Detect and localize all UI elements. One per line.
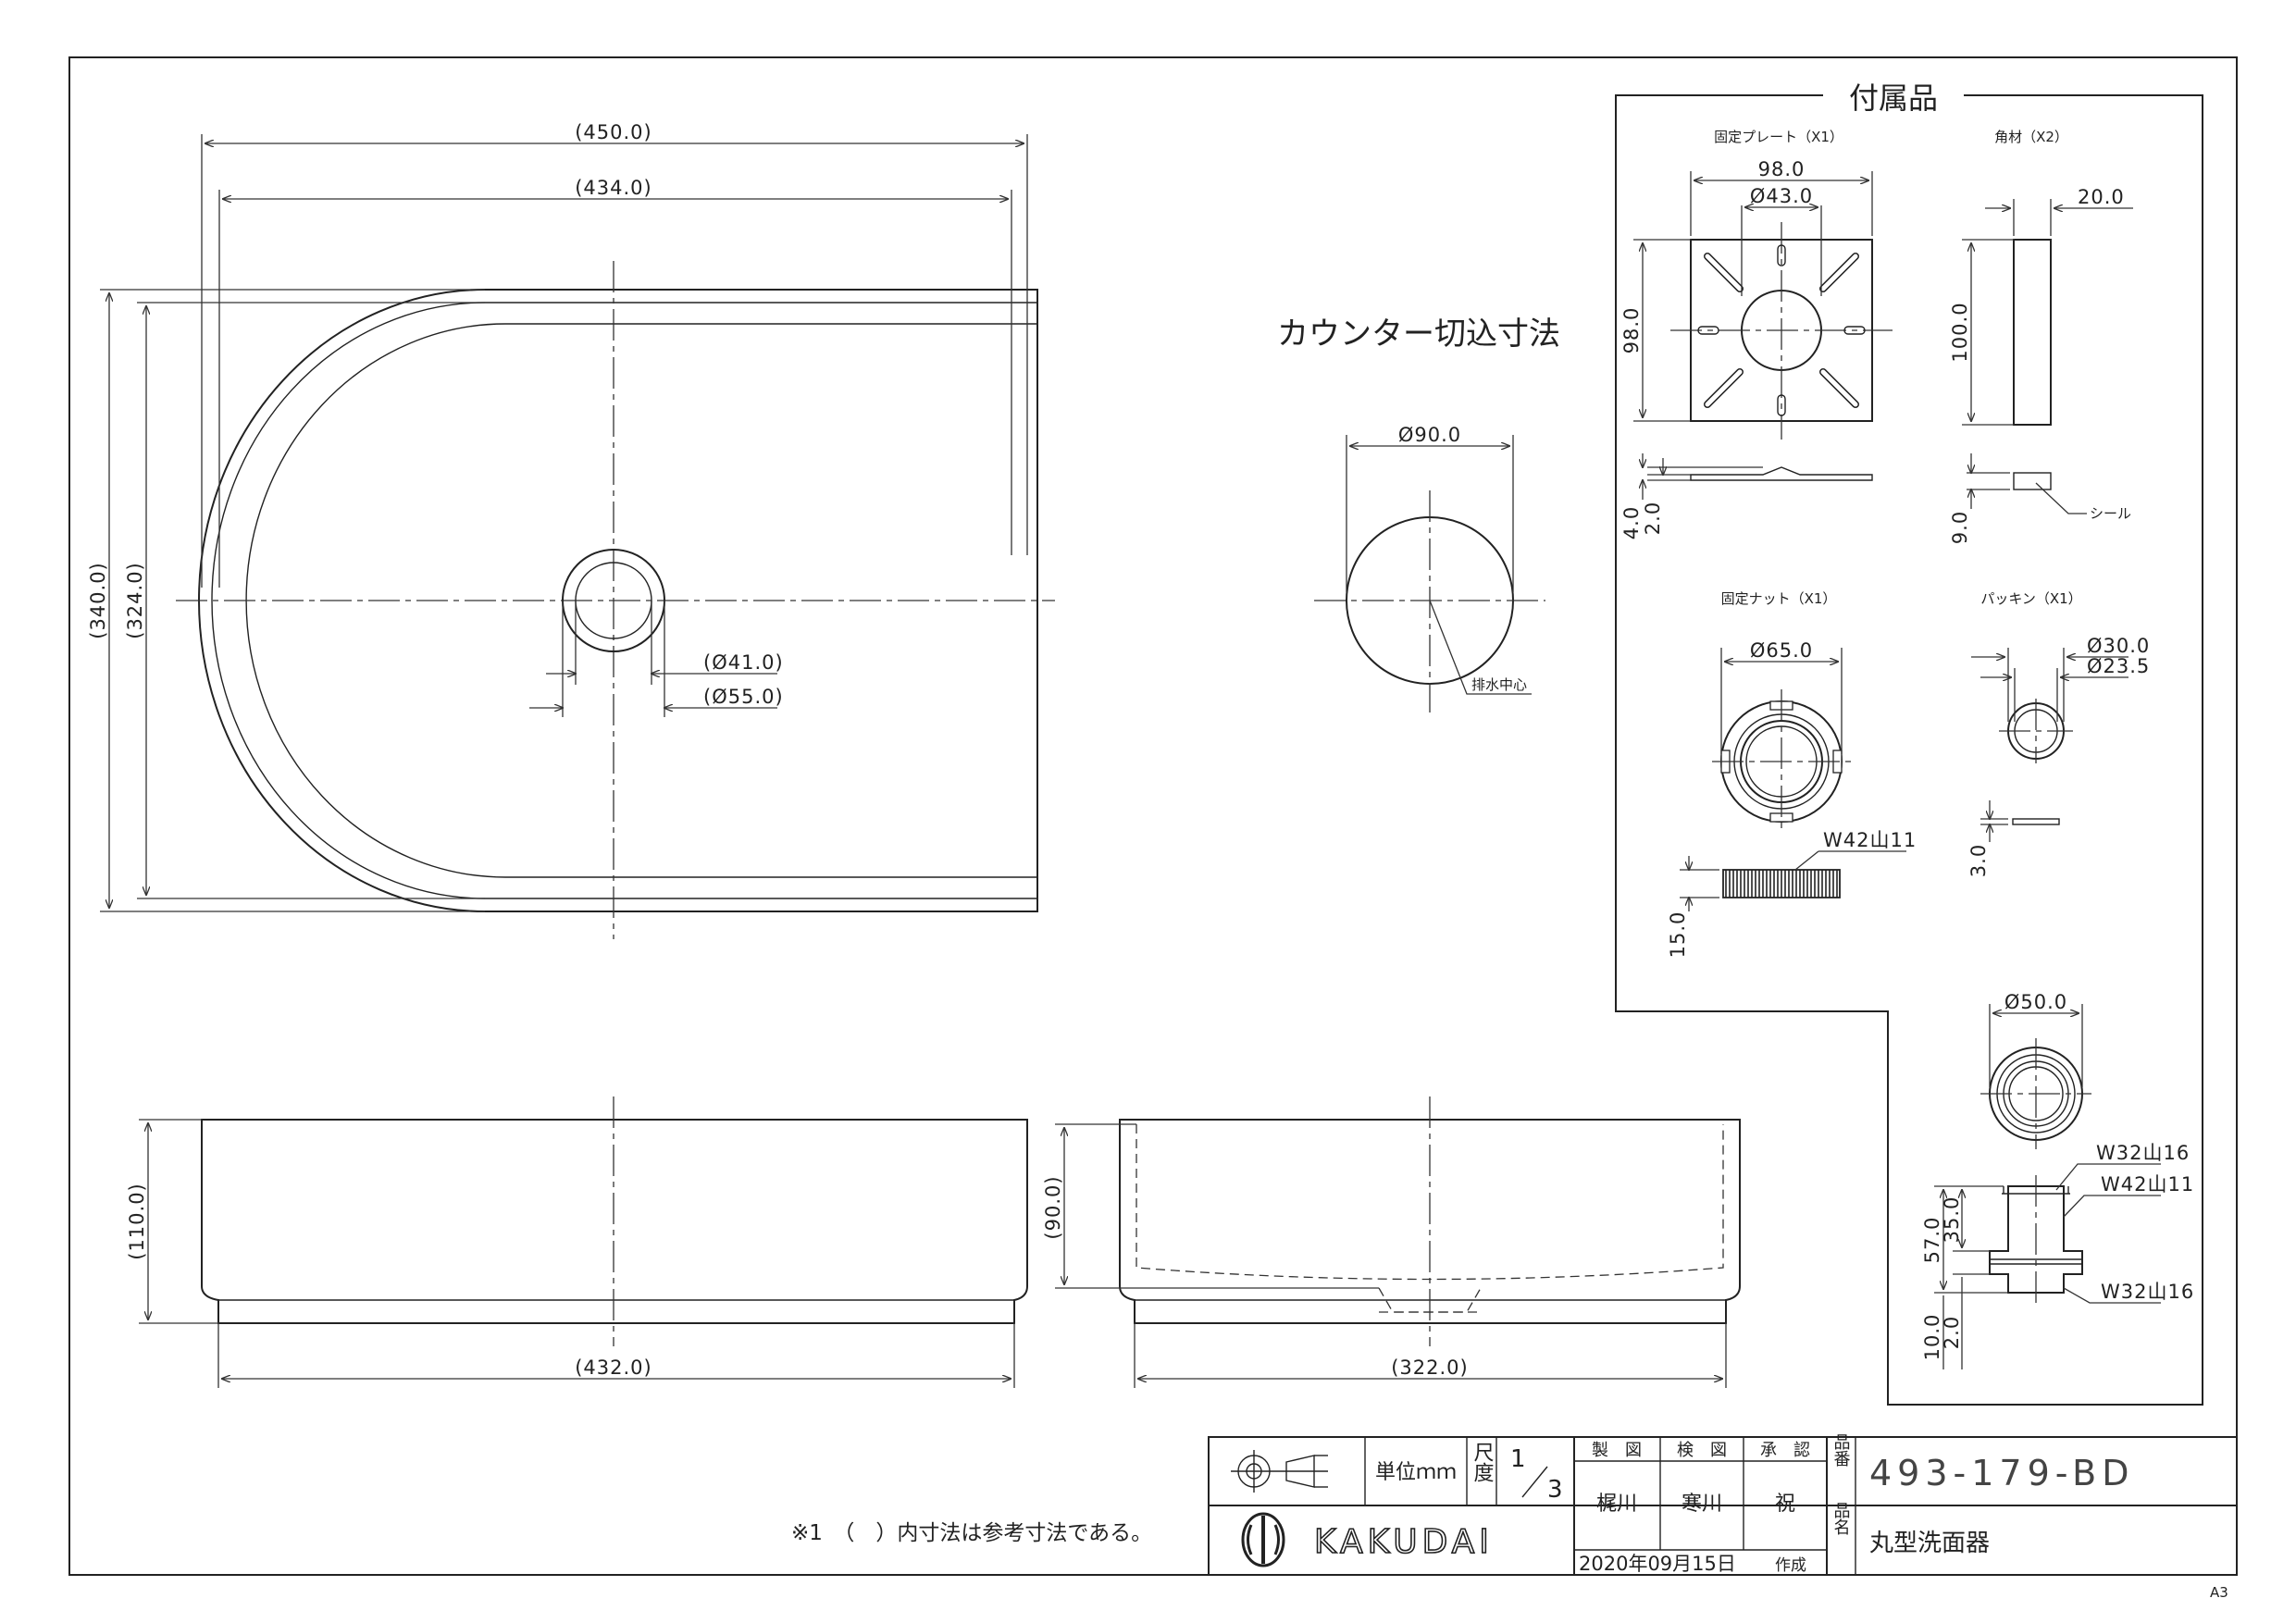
scale-denominator: 3: [1547, 1476, 1563, 1504]
accessories-panel: 付属品 固定プレート（X1） 98.0 Ø43.0 98.0: [1615, 81, 2203, 1406]
nut-label: 固定ナット（X1）: [1721, 590, 1837, 607]
plate-label: 固定プレート（X1）: [1714, 129, 1843, 145]
drain-upper-height: 35.0: [1941, 1196, 1963, 1244]
square-bar-end: [2013, 472, 2052, 490]
unit-label: 単位ｍｍ: [1375, 1461, 1457, 1484]
drain-total-height: 57.0: [1921, 1217, 1943, 1264]
plan-outer-depth: (340.0): [87, 562, 109, 639]
square-bar-thickness: 9.0: [1949, 511, 1971, 544]
nut-thread: W42山11: [1823, 829, 1917, 851]
square-bar-height: 100.0: [1949, 302, 1971, 362]
seal-label: シール: [2090, 505, 2131, 522]
scale-label: 尺度: [1471, 1442, 1495, 1482]
nut-height: 15.0: [1667, 911, 1689, 959]
projection-symbol-icon: [1231, 1450, 1328, 1493]
basin-bowl-edge: [245, 323, 1038, 878]
cutout-diameter: Ø90.0: [1398, 424, 1461, 446]
part-number: 493-179-BD: [1869, 1453, 2134, 1493]
plan-drain-outer: (Ø55.0): [703, 686, 784, 708]
nut-side-knurl: [1722, 869, 1841, 898]
drain-center-label: 排水中心: [1471, 676, 1527, 693]
packing-label: パッキン（X1）: [1980, 590, 2081, 607]
date-created: 2020年09月15日: [1579, 1553, 1736, 1575]
plate-thickness-total: 4.0: [1620, 506, 1643, 539]
drain-thread-bottom: W32山16: [2101, 1281, 2194, 1303]
plate-width: 98.0: [1758, 158, 1806, 180]
square-bar-label: 角材（X2）: [1994, 129, 2068, 145]
plate-side-profile: [1690, 466, 1873, 481]
basin-outer-rim: [198, 289, 1038, 912]
drain-fitting: Ø50.0 W32山16 W42山11 W32山16 57.0 35.0 10.…: [1921, 991, 2194, 1369]
accessories-title: 付属品: [1849, 81, 1938, 116]
side-depth: (90.0): [1042, 1175, 1064, 1239]
drain-diameter: Ø50.0: [2004, 991, 2067, 1013]
square-bar-width: 20.0: [2078, 186, 2125, 208]
plan-view: (450.0) (434.0) (340.0) (324.0) (Ø41.0) …: [87, 121, 1055, 939]
plan-inner-width: (434.0): [575, 177, 652, 199]
packing-outer-diameter: Ø30.0: [2087, 635, 2150, 657]
plan-outer-width: (450.0): [575, 121, 652, 143]
drawn-by: 梶川: [1596, 1493, 1637, 1516]
checked-by: 寒川: [1682, 1493, 1722, 1516]
drain-flange-height: 2.0: [1941, 1316, 1963, 1349]
approved-header: 承 認: [1760, 1441, 1810, 1460]
scale-numerator: 1: [1510, 1445, 1526, 1473]
packing-thickness: 3.0: [1967, 844, 1990, 877]
front-base-width: (432.0): [575, 1357, 652, 1379]
drawn-header: 製 図: [1592, 1441, 1642, 1460]
plate-height: 98.0: [1620, 307, 1643, 354]
side-view: (90.0) (322.0): [1042, 1096, 1741, 1388]
nut-diameter: Ø65.0: [1750, 639, 1813, 662]
kakudai-logo-icon: [1241, 1512, 1285, 1567]
square-bar: [2013, 239, 2052, 426]
drain-lower-height: 10.0: [1921, 1314, 1943, 1361]
paper-size-label: A3: [2210, 1584, 2228, 1601]
side-base-width: (322.0): [1391, 1357, 1469, 1379]
title-block: 単位ｍｍ 尺度 1 3 製 図 検 図 承 認 梶川 寒川 祝 品番 493-1…: [1208, 1433, 2238, 1576]
plate-thickness: 2.0: [1642, 502, 1664, 535]
product-name: 丸型洗面器: [1869, 1530, 1990, 1557]
counter-cutout: カウンター切込寸法 Ø90.0 排水中心: [1277, 316, 1560, 712]
packing-side: [2012, 818, 2060, 825]
date-suffix: 作成: [1775, 1556, 1806, 1575]
accessories-frame: [1615, 94, 2203, 1406]
packing-inner-diameter: Ø23.5: [2087, 655, 2150, 677]
product-name-label: 品名: [1831, 1502, 1851, 1535]
part-number-label: 品番: [1831, 1433, 1851, 1467]
drain-thread-top: W32山16: [2096, 1142, 2190, 1164]
basin-inner-rim: [211, 302, 1038, 899]
checked-header: 検 図: [1677, 1441, 1727, 1460]
reference-note: ※1 （ ）内寸法は参考寸法である。: [791, 1521, 1152, 1545]
approved-by: 祝: [1775, 1493, 1795, 1516]
plan-drain-inner: (Ø41.0): [703, 651, 784, 674]
front-view: (110.0) (432.0): [126, 1096, 1028, 1388]
drain-thread-mid: W42山11: [2101, 1173, 2194, 1196]
cutout-title: カウンター切込寸法: [1277, 316, 1560, 353]
sheet-border: [68, 56, 2238, 1576]
front-outline: [201, 1119, 1028, 1324]
front-height: (110.0): [126, 1183, 148, 1260]
plate-hole: Ø43.0: [1750, 185, 1813, 207]
brand-name: KAKUDAI: [1314, 1523, 1494, 1561]
plan-inner-depth: (324.0): [124, 562, 146, 639]
